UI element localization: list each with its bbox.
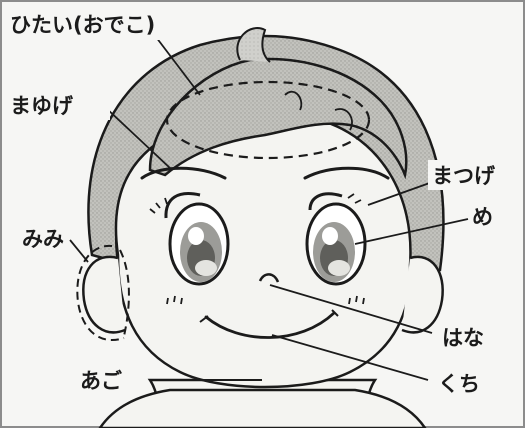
ear-dashed-outline [119,249,130,337]
label-ear: みみ [22,227,64,251]
cheek-marks-right [348,295,365,305]
nose [258,273,280,283]
mouth-corners [199,309,339,323]
ear-left [82,255,126,334]
label-mouth: くち [438,372,480,396]
ear-dashed-outline [76,244,125,341]
hair-strand [334,108,353,131]
leader-mayuge [105,107,171,169]
cheek-marks-left [166,295,183,305]
label-eyelash: まつげ [432,164,496,188]
label-chin: あご [80,369,122,393]
label-bg [6,90,110,120]
eyebrow-right [303,166,390,180]
label-forehead: ひたい(おでこ) [10,13,155,37]
mouth [204,311,336,339]
label-eye: め [472,205,493,229]
label-eyebrow: まゆげ [10,94,74,118]
leader-hana [269,284,433,334]
label-bg [6,8,206,40]
collar [98,388,427,428]
hair-tuft [236,27,271,63]
forehead-dashed-outline [165,80,371,160]
leader-matsuge [367,179,439,206]
label-nose: はな [442,326,484,350]
eye-right [305,192,367,286]
leader-kuchi [271,334,429,381]
label-bg [428,160,518,190]
hair-strand [284,90,303,111]
leader-me [354,218,469,245]
ear-right [401,255,444,334]
eyebrow-left [140,166,227,180]
eye-left [149,192,230,286]
leader-mimi [69,239,89,263]
leader-lines [69,36,469,381]
leader-hitai [155,36,201,96]
